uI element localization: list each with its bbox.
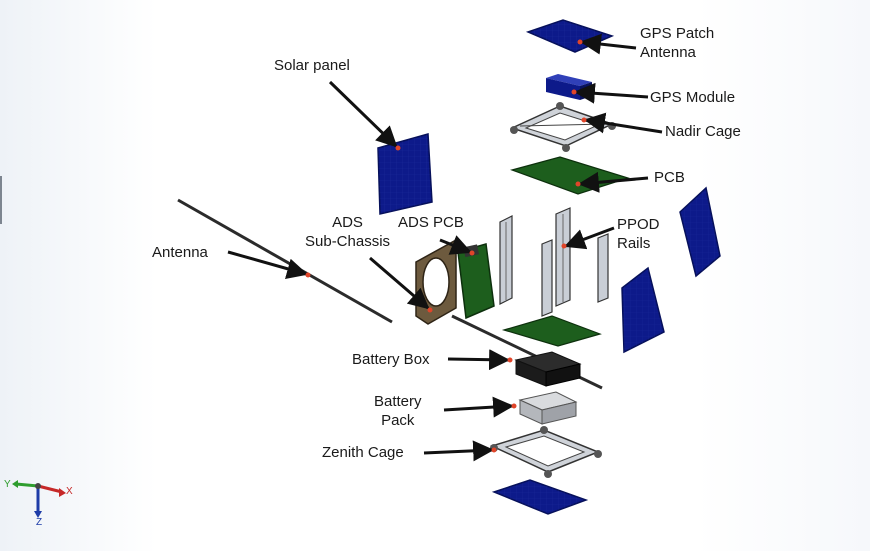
label-ppod-line1: PPOD bbox=[617, 216, 660, 233]
battery-pack-part bbox=[518, 391, 578, 425]
label-battery-line1: Battery bbox=[374, 393, 422, 410]
triad-x-label: X bbox=[66, 486, 73, 497]
label-ads-line1: ADS bbox=[332, 214, 363, 231]
triad-z-label: Z bbox=[36, 517, 43, 528]
label-antenna: Antenna bbox=[152, 244, 208, 261]
label-gps-patch-line2: Antenna bbox=[640, 44, 696, 61]
triad-y-label: Y bbox=[4, 479, 11, 490]
label-ads-line2: Sub-Chassis bbox=[305, 233, 391, 250]
solar-panel-right-part bbox=[621, 186, 721, 354]
label-gps-patch-antenna: GPS Patch Antenna bbox=[640, 24, 714, 62]
label-battery-line2: Pack bbox=[381, 412, 415, 429]
ppod-rails-part bbox=[499, 207, 609, 317]
triad-icon bbox=[12, 480, 66, 518]
zenith-cage-part bbox=[489, 426, 602, 478]
label-nadir-cage: Nadir Cage bbox=[665, 123, 741, 140]
label-zenith-cage: Zenith Cage bbox=[322, 444, 404, 461]
label-ppod-rails: PPOD Rails bbox=[617, 215, 660, 253]
callout-markers bbox=[305, 39, 587, 453]
bottom-panel-part bbox=[491, 479, 589, 515]
label-battery-box: Battery Box bbox=[352, 351, 430, 368]
label-pcb: PCB bbox=[654, 169, 685, 186]
pcb-part bbox=[510, 156, 631, 195]
label-ads-sub-chassis: ADS Sub-Chassis bbox=[305, 213, 390, 251]
pcb-lower-part bbox=[501, 315, 602, 347]
window-edge bbox=[0, 176, 2, 224]
label-battery-pack: Battery Pack bbox=[374, 392, 422, 430]
label-solar-panel: Solar panel bbox=[274, 57, 350, 74]
label-ppod-line2: Rails bbox=[617, 235, 651, 252]
label-gps-module: GPS Module bbox=[650, 89, 736, 106]
gps-patch-antenna-part bbox=[525, 19, 615, 53]
leader-arrows bbox=[227, 33, 663, 462]
solar-panel-left-part bbox=[377, 133, 433, 215]
nadir-cage-part bbox=[509, 102, 616, 152]
gps-module-part bbox=[546, 74, 592, 100]
ads-sub-chassis-part bbox=[415, 238, 457, 325]
battery-box-part bbox=[514, 351, 582, 387]
ads-pcb-part bbox=[457, 243, 495, 320]
label-ads-pcb: ADS PCB bbox=[398, 214, 464, 231]
coordinate-triad: Y X Z bbox=[0, 470, 80, 530]
label-gps-patch-line1: GPS Patch bbox=[640, 25, 715, 42]
